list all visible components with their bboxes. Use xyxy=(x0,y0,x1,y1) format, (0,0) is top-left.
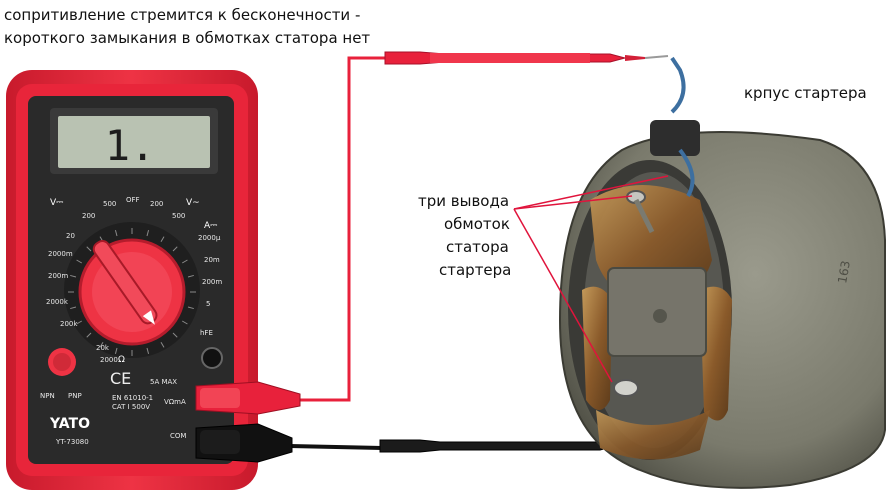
label-dcv: V⎓ xyxy=(50,198,63,208)
winding-label-line-3: статора xyxy=(446,238,509,256)
lcd-display xyxy=(58,116,210,168)
label-npn: NPN xyxy=(40,392,55,400)
range-label: 500 xyxy=(103,200,116,208)
range-label: 200 xyxy=(82,212,95,220)
annotation-pointers xyxy=(513,175,669,383)
range-label: 2000k xyxy=(46,298,69,306)
black-plug xyxy=(195,423,293,463)
dial-tick xyxy=(172,332,178,338)
range-label: 200 xyxy=(150,200,163,208)
dial-tick xyxy=(99,341,104,348)
dial-tick xyxy=(181,259,188,264)
dial-tick xyxy=(172,246,178,252)
range-label: 2000μ xyxy=(198,234,221,242)
jack-label: COM xyxy=(170,432,186,440)
label-amps: A⎓ xyxy=(204,221,217,231)
range-label: 5 xyxy=(206,300,210,308)
label-hfe: hFE xyxy=(200,329,213,337)
dial-tick xyxy=(76,259,83,264)
winding-lead-2 xyxy=(613,379,639,397)
range-label: 2000m xyxy=(48,250,73,258)
jack-10a[interactable] xyxy=(201,347,223,369)
dial-tick xyxy=(86,332,92,338)
red-test-lead xyxy=(300,51,669,402)
dial-tick xyxy=(160,236,165,243)
jack-label: 5A MAX xyxy=(150,378,177,386)
dial-tick xyxy=(114,230,118,237)
range-label: 20 xyxy=(66,232,75,240)
brand-logo: YATO xyxy=(49,416,90,432)
dial-tick xyxy=(114,347,118,354)
standard-text: EN 61010-1 xyxy=(112,394,153,402)
jack-label: VΩmA xyxy=(164,398,186,406)
dial-tick xyxy=(70,274,77,278)
red-plug xyxy=(195,381,301,415)
model-number: YT-73080 xyxy=(55,438,89,446)
range-label: 2000 xyxy=(100,356,118,364)
ce-mark: CE xyxy=(110,369,131,388)
dial-tick xyxy=(181,320,188,325)
range-label: 20m xyxy=(204,256,220,264)
winding-label-line-1: три вывода xyxy=(418,192,510,210)
label-pnp: PNP xyxy=(68,392,82,400)
caption-line-1: сопритивление стремится к бесконечности … xyxy=(4,6,361,24)
dial-tick xyxy=(187,306,194,310)
dial-tick xyxy=(146,230,150,237)
range-label: 200m xyxy=(202,278,222,286)
lcd-reading: 1. xyxy=(105,121,156,170)
range-label: 500 xyxy=(172,212,185,220)
dial-tick xyxy=(187,274,194,278)
dial-tick xyxy=(76,320,83,325)
winding-label-line-2: обмоток xyxy=(444,215,510,233)
dial-pointer xyxy=(92,240,158,325)
label-ohm: Ω xyxy=(118,355,125,365)
dial-tick xyxy=(146,347,150,354)
label-acv: V~ xyxy=(186,198,200,208)
dial-tick xyxy=(70,306,77,310)
dial-tick xyxy=(86,246,92,252)
winding-label-line-4: стартера xyxy=(439,261,512,279)
caption-line-2: короткого замыкания в обмотках статора н… xyxy=(4,29,371,47)
starter-housing: 163 xyxy=(558,56,886,489)
dial-tick xyxy=(160,341,165,348)
standard-text: CAT I 500V xyxy=(112,403,150,411)
range-label: 20k xyxy=(96,344,110,352)
label-off: OFF xyxy=(126,196,140,204)
multimeter: 1. V⎓ V~ OFF A⎓ Ω hFE 500 200 20 2000m 2… xyxy=(6,70,258,490)
terminal-block xyxy=(650,120,700,156)
housing-label: крпус стартера xyxy=(744,84,867,102)
stamp-mark: 163 xyxy=(835,260,853,285)
range-label: 200k xyxy=(60,320,78,328)
range-label: 200m xyxy=(48,272,68,280)
